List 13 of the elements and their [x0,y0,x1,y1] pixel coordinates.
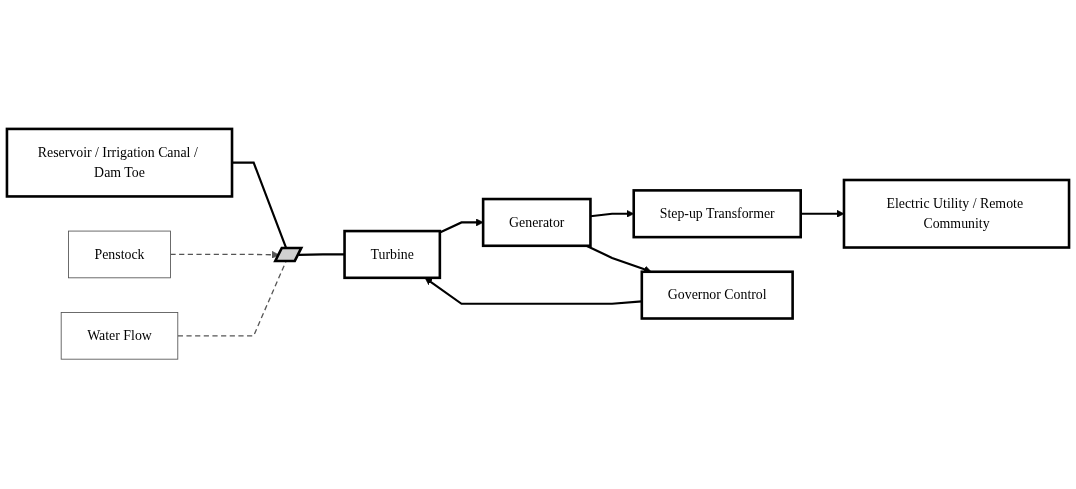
node-bar [273,247,304,263]
node-box: Generator [481,198,592,248]
connector [232,162,288,250]
node-box: Electric Utility / Remote Community [842,179,1071,250]
arrow [439,219,484,234]
node-box: Reservoir / Irrigation Canal / Dam Toe [5,128,234,199]
connector [298,253,345,257]
arrow [169,251,280,259]
node-box: Step-up Transformer [632,189,802,239]
node-box: Governor Control [640,270,794,321]
node-box: Turbine [343,230,442,280]
node-box: Water Flow [60,312,179,361]
node-box: Penstock [68,231,171,279]
